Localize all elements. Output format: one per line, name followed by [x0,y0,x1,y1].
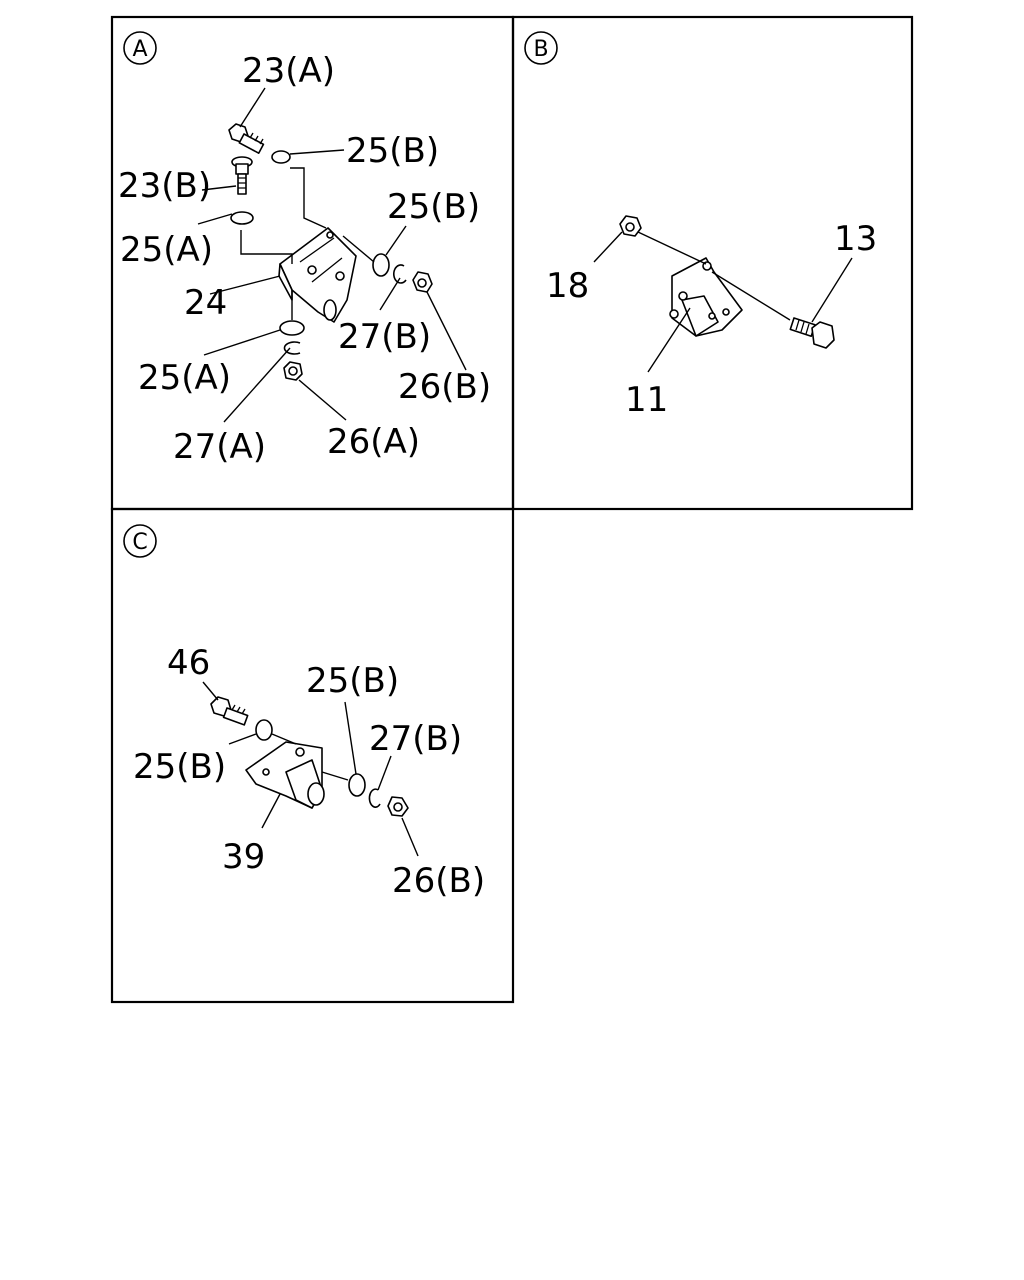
label-11: 11 [625,380,668,420]
washer-25b-right-c [348,773,366,797]
label-23b: 23(B) [118,166,211,206]
panel-b-leader-lines [593,231,853,373]
panel-c: C [123,524,485,901]
label-25b-left-c: 25(B) [133,747,226,787]
panel-b: B 13 18 [524,31,877,420]
bolt-46 [210,696,249,726]
washer-25b-top [271,150,291,164]
panel-c-leader-lines [202,681,419,857]
label-39: 39 [222,837,265,877]
panel-c-frame [110,507,515,1004]
panel-a-badge: A [123,31,157,65]
label-27b-c: 27(B) [369,719,462,759]
bracket-39 [245,741,325,809]
label-26b: 26(B) [398,367,491,407]
label-25a-lower: 25(A) [138,358,231,398]
label-18: 18 [546,266,589,306]
panel-c-badge: C [123,524,157,558]
lockwasher-27b-c [368,788,381,808]
label-26b-c: 26(B) [392,861,485,901]
label-24: 24 [184,283,227,323]
lockwasher-27b [392,264,407,284]
label-23a: 23(A) [242,51,335,91]
nut-18 [619,215,642,237]
label-25b-upper-c: 25(B) [306,661,399,701]
panel-a-leader-lines [197,87,467,423]
washer-25a-top [230,211,254,225]
label-25a-upper: 25(A) [120,230,213,270]
panel-b-badge-letter: B [533,37,548,62]
washer-25b-right [372,253,390,277]
bracket-11 [669,257,743,337]
washer-25a-bottom [279,320,305,336]
panel-b-frame [511,15,914,511]
nut-26b [412,271,433,293]
nut-26b-c [387,796,409,817]
label-26a: 26(A) [327,422,420,462]
label-25b-right: 25(B) [387,187,480,227]
bolt-13 [789,317,835,349]
label-27b: 27(B) [338,317,431,357]
washer-25b-left [255,719,273,741]
label-13: 13 [834,219,877,259]
panel-c-badge-letter: C [132,530,147,555]
nut-26a [283,361,303,381]
label-46: 46 [167,643,210,683]
label-25b-upper: 25(B) [346,131,439,171]
panel-a-badge-letter: A [132,37,147,62]
panel-a: A [118,31,491,467]
lockwasher-27a [283,341,301,355]
panel-b-badge: B [524,31,558,65]
label-27a: 27(A) [173,427,266,467]
bracket-24 [278,227,357,323]
bolt-23b [231,156,253,195]
bolt-23a [228,123,265,154]
